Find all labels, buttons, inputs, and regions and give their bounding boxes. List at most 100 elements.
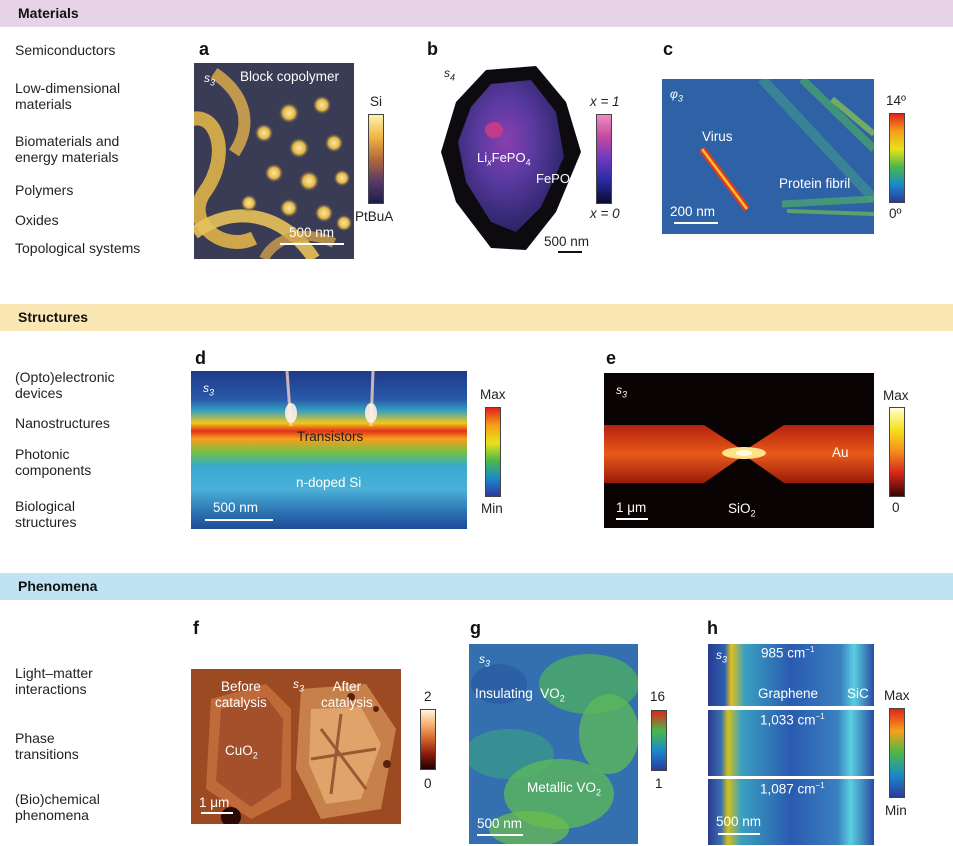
- panel-h-wavenumber-1: 985 cm−1: [761, 645, 815, 661]
- panel-h-scale-label: 500 nm: [716, 814, 762, 829]
- materials-item: Biomaterials and energy materials: [15, 133, 120, 165]
- panel-h-label-graphene: Graphene: [758, 686, 819, 701]
- panel-d-scale-label: 500 nm: [213, 500, 259, 515]
- materials-item: Semiconductors: [15, 42, 116, 58]
- panel-h-letter: h: [707, 618, 718, 638]
- panel-c-label-fibril: Protein fibril: [779, 176, 851, 191]
- panel-f-label-before: Before catalysis: [215, 679, 267, 710]
- panel-f-cb-bottom: 0: [424, 776, 432, 791]
- panel-e-cb-bottom: 0: [892, 500, 900, 515]
- panel-b-cb-bottom: x = 0: [590, 206, 620, 221]
- panel-c-letter: c: [663, 39, 674, 59]
- panel-h-cb-top: Max: [884, 688, 910, 703]
- panel-a-signal: s3: [204, 71, 216, 88]
- panel-g-signal: s3: [479, 652, 491, 669]
- panel-f-scalebar: [201, 812, 233, 814]
- panel-a-colorbar: [368, 114, 384, 204]
- phenomena-item: Light–matter interactions: [15, 665, 93, 697]
- panel-a-letter: a: [199, 39, 210, 59]
- panel-b-image: s4: [436, 62, 582, 254]
- panel-d-cb-bottom: Min: [481, 501, 503, 516]
- panel-e-scalebar: [616, 518, 648, 520]
- panel-g-cb-bottom: 1: [655, 776, 663, 791]
- panel-e-signal: s3: [616, 383, 628, 400]
- panel-e-label-au: Au: [832, 445, 849, 460]
- panel-f-letter: f: [193, 618, 199, 638]
- panel-c-image: φ3 Virus Protein fibril 200 nm: [662, 79, 874, 234]
- panel-h-cb-bottom: Min: [885, 803, 907, 818]
- panel-f-colorbar: [420, 709, 436, 770]
- panel-f-cb-top: 2: [424, 689, 432, 704]
- materials-title: Materials: [18, 5, 79, 21]
- panel-c-label-virus: Virus: [702, 129, 733, 144]
- panel-b-cb-top: x = 1: [590, 94, 620, 109]
- panel-d-image: s3 Transistors n-doped Si 500 nm: [191, 371, 467, 529]
- panel-d-cb-top: Max: [480, 387, 506, 402]
- panel-c-scale-label: 200 nm: [670, 204, 716, 219]
- panel-h-colorbar: [889, 708, 905, 798]
- panel-c-cb-top: 14º: [886, 93, 906, 108]
- panel-f-image: s3 Before catalysis After catalysis CuO2…: [191, 669, 401, 824]
- structures-title: Structures: [18, 309, 89, 325]
- panel-e-cb-top: Max: [883, 388, 909, 403]
- structures-item: Photonic components: [15, 446, 92, 478]
- panel-h-label-sic: SiC: [847, 686, 869, 701]
- panel-d-colorbar: [485, 407, 501, 497]
- panel-a-scalebar: [280, 243, 344, 245]
- panel-e-letter: e: [606, 348, 617, 368]
- structures-item: Biological structures: [15, 498, 77, 530]
- panel-h-signal: s3: [716, 648, 728, 665]
- structures-band: Structures: [0, 304, 953, 331]
- panel-d-letter: d: [195, 348, 206, 368]
- panel-e-image: s3 Au SiO2 1 μm: [604, 373, 874, 528]
- panel-h-wavenumber-3: 1,087 cm−1: [760, 781, 825, 797]
- phenomena-item: (Bio)chemical phenomena: [15, 791, 100, 823]
- panel-e-label-sio: SiO2: [728, 501, 756, 519]
- panel-h-strip-1: s3 985 cm−1 Graphene SiC: [708, 644, 874, 706]
- panel-g-colorbar: [651, 710, 667, 771]
- panel-b-signal: s4: [444, 66, 456, 83]
- panel-d-label-transistors: Transistors: [297, 429, 364, 444]
- panel-c-scalebar: [674, 222, 718, 224]
- panel-e-colorbar: [889, 407, 905, 497]
- phenomena-title: Phenomena: [18, 578, 98, 594]
- structures-item: Nanostructures: [15, 415, 110, 431]
- panel-g-label-insulating: Insulating VO2: [475, 686, 565, 704]
- panel-b-label-outer: FePO4: [536, 171, 575, 189]
- panel-h-strip-2: 1,033 cm−1: [708, 710, 874, 776]
- phenomena-item: Phase transitions: [15, 730, 79, 762]
- materials-item: Polymers: [15, 182, 74, 198]
- panel-a-cb-bottom: PtBuA: [355, 209, 394, 224]
- panel-g-label-metallic: Metallic VO2: [527, 780, 602, 798]
- panel-b-label-inner: LixFePO4: [477, 150, 531, 168]
- panel-d-label-si: n-doped Si: [296, 475, 362, 490]
- panel-f-label-cuo: CuO2: [225, 743, 258, 761]
- materials-item: Topological systems: [15, 240, 141, 256]
- phenomena-band: Phenomena: [0, 573, 953, 600]
- panel-f-label-after: After catalysis: [321, 679, 373, 710]
- panel-a-image: s3 Block copolymer 500 nm: [194, 63, 354, 259]
- panel-a-cb-top: Si: [370, 94, 383, 109]
- panel-g-letter: g: [470, 618, 481, 638]
- panel-h-strip-3: 1,087 cm−1 500 nm: [708, 779, 874, 845]
- panel-g-scale-label: 500 nm: [477, 816, 523, 831]
- structures-item: (Opto)electronic devices: [15, 369, 115, 401]
- panel-a-scale-label: 500 nm: [289, 225, 335, 240]
- panel-c-colorbar: [889, 113, 905, 203]
- materials-item: Low-dimensional materials: [15, 80, 121, 112]
- panel-b-colorbar: [596, 114, 612, 204]
- panel-h-scalebar: [718, 833, 760, 835]
- panel-g-scalebar: [477, 834, 523, 836]
- panel-b-letter: b: [427, 39, 438, 59]
- panel-c-signal: φ3: [670, 87, 683, 104]
- panel-h-wavenumber-2: 1,033 cm−1: [760, 712, 825, 728]
- panel-d-signal: s3: [203, 381, 215, 398]
- panel-f-signal: s3: [293, 677, 305, 694]
- panel-g-image: s3 Insulating VO2 Metallic VO2 500 nm: [469, 644, 638, 844]
- panel-b-scalebar: [558, 251, 582, 253]
- panel-e-scale-label: 1 μm: [616, 500, 647, 515]
- panel-g-cb-top: 16: [650, 689, 666, 704]
- panel-b-scale-label: 500 nm: [544, 234, 590, 249]
- panel-a-label: Block copolymer: [240, 69, 340, 84]
- materials-item: Oxides: [15, 212, 59, 228]
